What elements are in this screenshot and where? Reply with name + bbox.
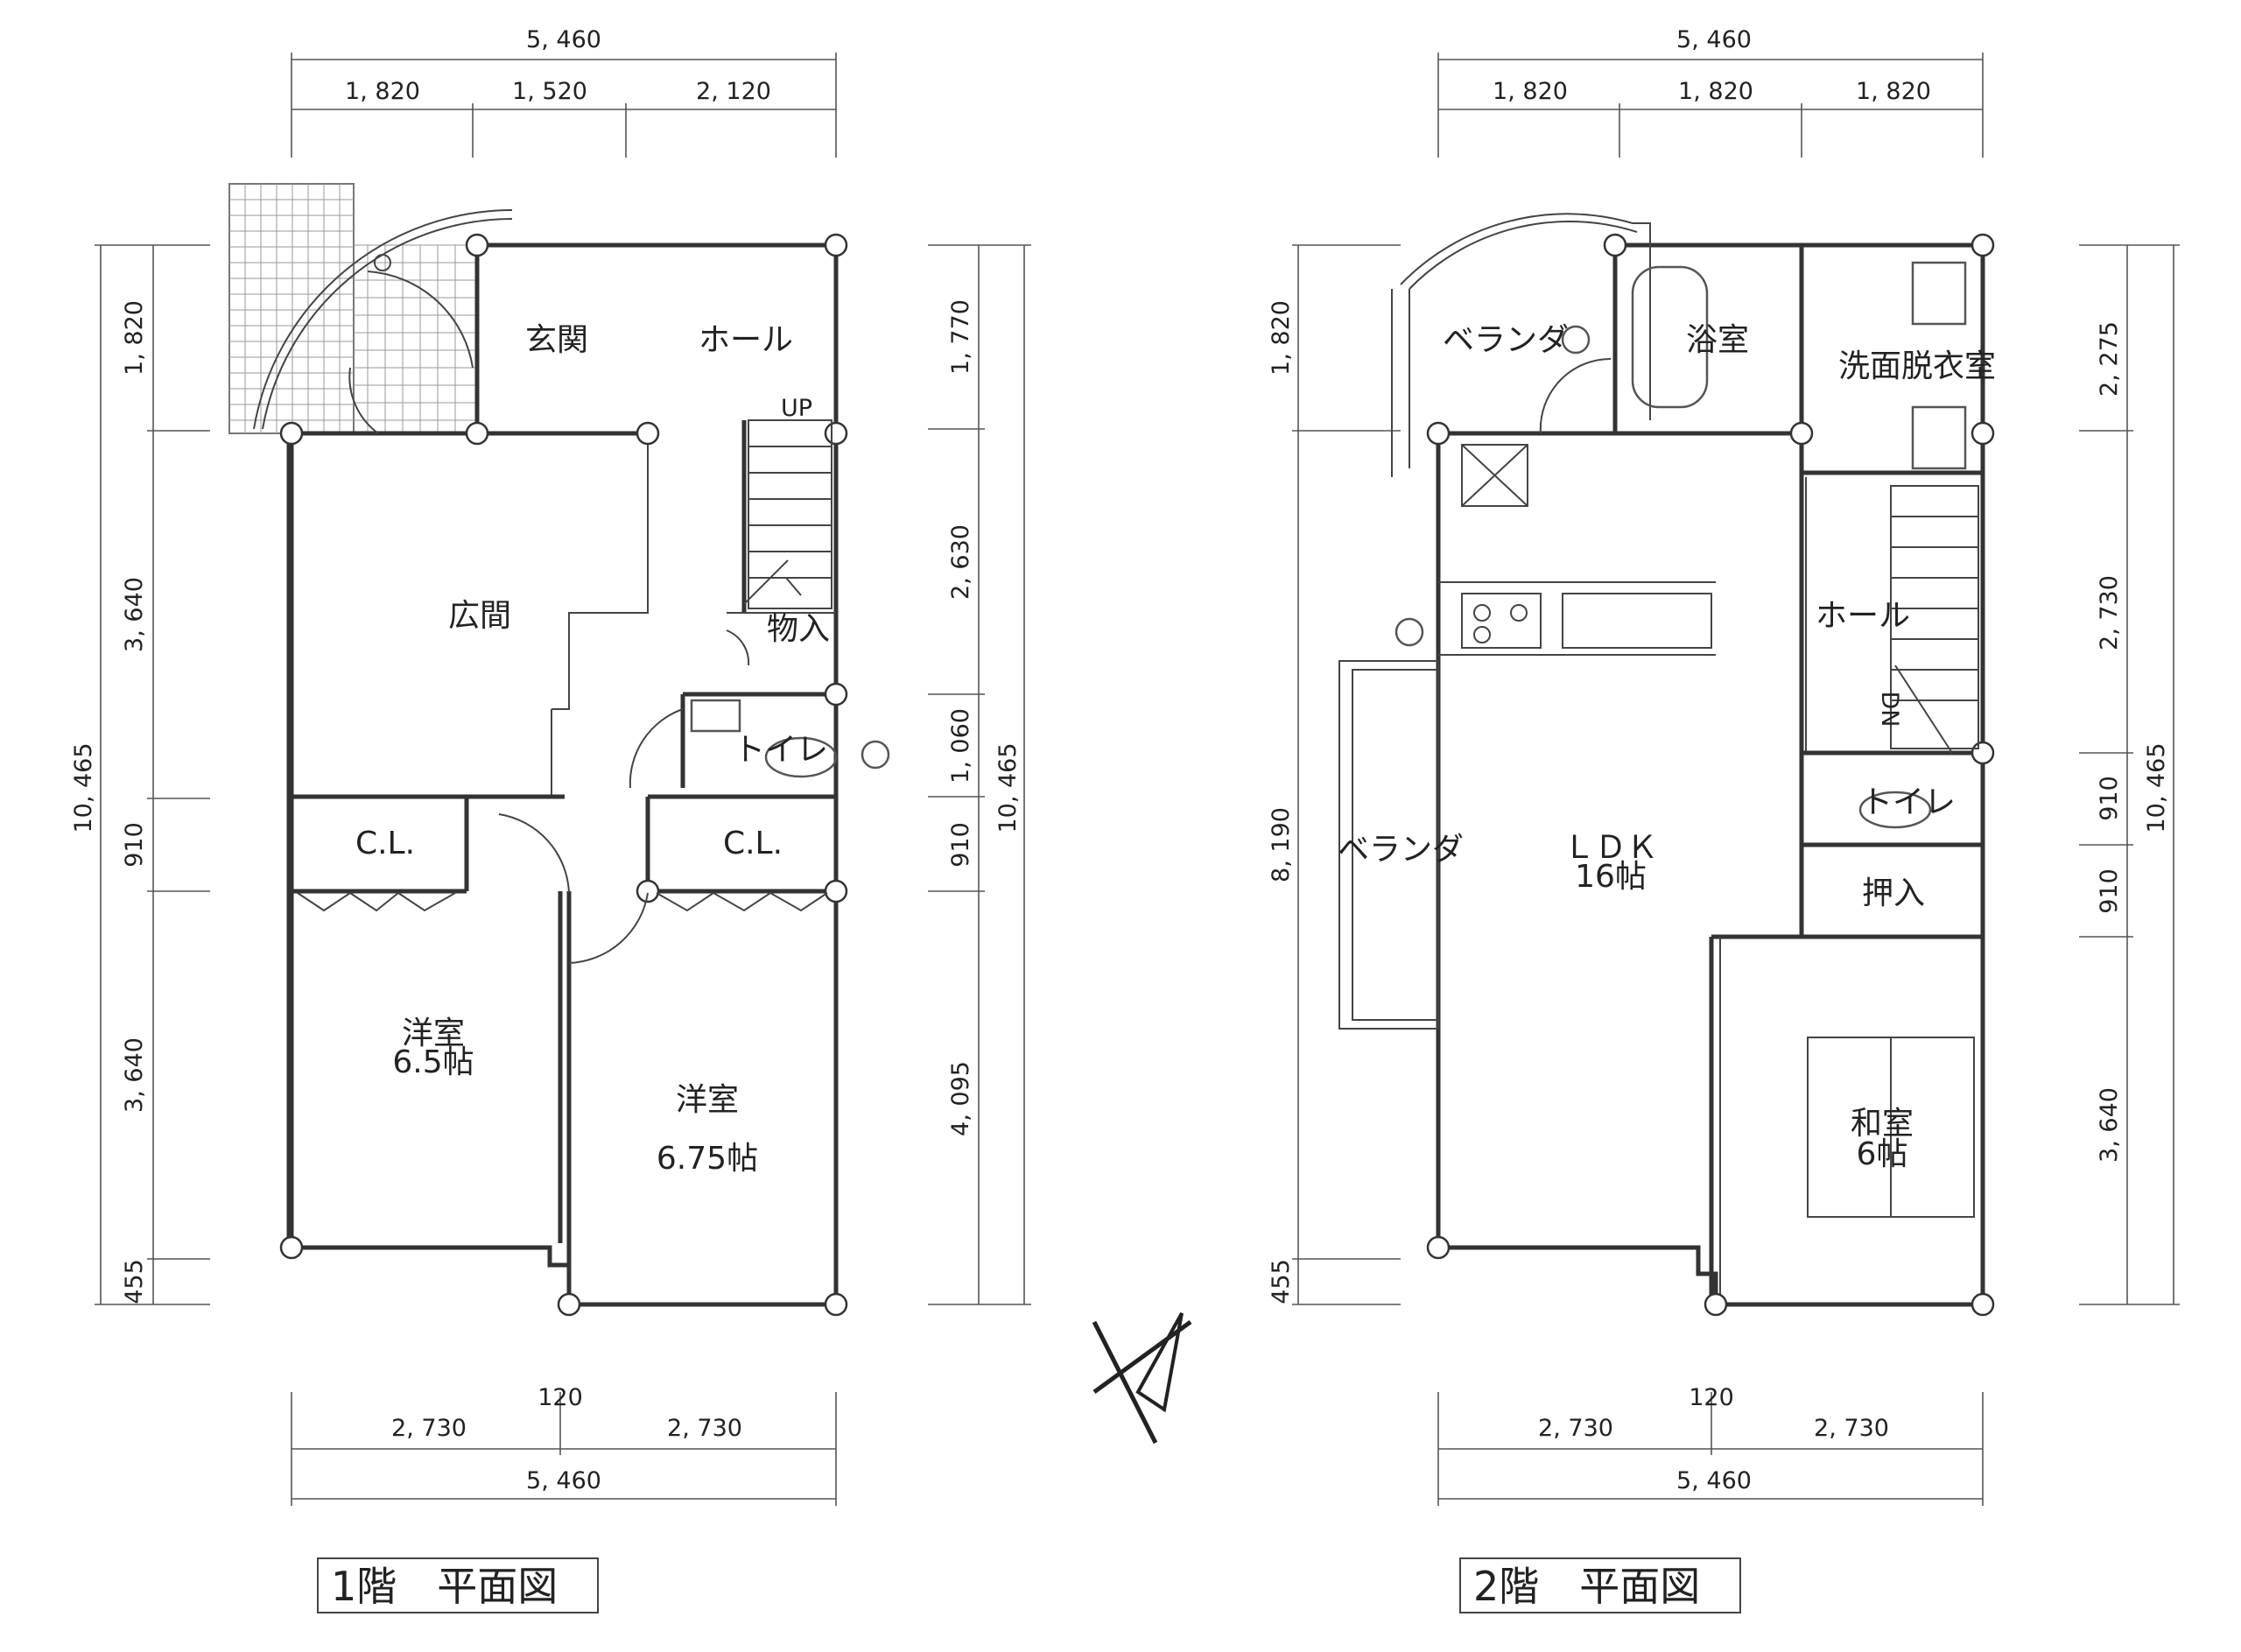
- floor2-label-closet: 押入: [1862, 875, 1925, 911]
- floor1-bottom-seg-2: 2, 730: [667, 1415, 742, 1442]
- floor1-label-cl-left: C.L.: [355, 826, 415, 861]
- floor2-bath-fixtures: [1394, 261, 1967, 829]
- floor2-title: 2階 平面図: [1473, 1563, 1700, 1610]
- floor2-left-seg-3: 455: [1268, 1259, 1295, 1304]
- floor1-walls: [286, 243, 839, 1307]
- floor1-top-seg-3: 2, 120: [696, 78, 771, 105]
- floor1-label-hall: ホール: [699, 322, 793, 358]
- floor2-label-ldk: ＬＤＫ: [1563, 830, 1658, 866]
- floor2-left-dimensions: 1, 820 8, 190 455: [1268, 244, 1401, 1305]
- floor2-doors: [1461, 357, 1612, 507]
- floor2-label-ldk-size: 16帖: [1575, 859, 1647, 895]
- floor2-right-seg-5: 3, 640: [2096, 1087, 2123, 1163]
- floor2-bottom-dimensions: 120 2, 730 2, 730 5, 460: [1437, 1384, 1984, 1506]
- floor1-doors: [297, 271, 828, 964]
- floor1-columns: [279, 233, 848, 1317]
- floor1-bottom-total: 5, 460: [526, 1467, 601, 1494]
- floor1-left-seg-2: 3, 640: [121, 577, 148, 652]
- floor1-title-box: [317, 1557, 599, 1613]
- floor1-right-total: 10, 465: [994, 742, 1022, 833]
- floor1-toilet-fixture: [629, 699, 890, 789]
- floor2-top-seg-2: 1, 820: [1678, 78, 1753, 105]
- floor2-walls: [1338, 213, 1985, 1307]
- floor2-room-labels: ベランダ 浴室 洗面脱衣室 ホール DN トイレ ＬＤＫ 16帖 ベランダ 押入…: [1338, 322, 1996, 1172]
- floor2-label-washroom: 洗面脱衣室: [1838, 348, 1996, 384]
- floor1-right-seg-2: 2, 630: [947, 524, 974, 600]
- floor1-label-western-a: 洋室: [402, 1016, 465, 1051]
- floor2-stairs: [1890, 485, 1979, 754]
- floor2-right-seg-1: 2, 275: [2096, 321, 2123, 397]
- floor2-label-bath: 浴室: [1686, 322, 1749, 358]
- floor1-label-cl-right: C.L.: [723, 826, 783, 861]
- floor1-left-dimensions: 10, 465 1, 820 3, 640 910 3, 640 455: [70, 244, 210, 1305]
- floor1-stairs: [743, 419, 832, 609]
- floor1-label-entrance: 玄関: [525, 322, 588, 358]
- floor1-bottom-seg-1: 2, 730: [391, 1415, 467, 1442]
- floor1-label-toilet: トイレ: [734, 732, 828, 768]
- floor2-label-toilet: トイレ: [1861, 784, 1956, 820]
- floor2-top-dimensions: 5, 460 1, 820 1, 820 1, 820: [1437, 26, 1984, 158]
- floor1-left-seg-4: 3, 640: [121, 1037, 148, 1113]
- floor1-top-seg-1: 1, 820: [345, 78, 420, 105]
- floor2-right-seg-2: 2, 730: [2096, 575, 2123, 650]
- floor1-porch-tiles: [228, 183, 513, 434]
- floor1-top-total: 5, 460: [526, 26, 601, 53]
- floor2-right-seg-4: 910: [2096, 868, 2123, 914]
- floor2-left-seg-1: 1, 820: [1268, 300, 1295, 376]
- floor2-right-dimensions: 2, 275 2, 730 910 910 3, 640 10, 465: [2079, 244, 2180, 1305]
- floor2-right-total: 10, 465: [2143, 742, 2170, 833]
- floor1-label-storage: 物入: [767, 611, 830, 647]
- floor2-columns: [1426, 233, 1995, 1317]
- floor2-label-veranda-side: ベランダ: [1338, 832, 1464, 868]
- floor2-bottom-gap: 120: [1689, 1384, 1734, 1411]
- floor2-title-box: [1459, 1557, 1741, 1613]
- floor1-left-seg-1: 1, 820: [121, 300, 148, 376]
- floor2-bottom-total: 5, 460: [1676, 1467, 1752, 1494]
- floor1-plan: 5, 460 1, 820 1, 520 2, 120 10, 465 1, 8…: [70, 26, 1031, 1613]
- floor2-top-seg-3: 1, 820: [1856, 78, 1931, 105]
- floor2-top-total: 5, 460: [1676, 26, 1752, 53]
- north-arrow-icon: [1092, 1312, 1192, 1445]
- floor1-left-seg-3: 910: [121, 822, 148, 868]
- floor1-top-seg-2: 1, 520: [512, 78, 587, 105]
- floor1-label-western-b: 洋室: [676, 1082, 739, 1118]
- floor2-label-dn: DN: [1876, 692, 1903, 728]
- floor2-label-japanese-size: 6帖: [1857, 1136, 1908, 1172]
- floor1-right-seg-5: 4, 095: [947, 1061, 974, 1136]
- floor2-bottom-seg-2: 2, 730: [1814, 1415, 1889, 1442]
- floor1-label-western-a-size: 6.5帖: [392, 1044, 474, 1080]
- floor2-left-seg-2: 8, 190: [1268, 807, 1295, 882]
- floor2-label-hall: ホール: [1816, 598, 1910, 634]
- floor1-room-labels: 玄関 ホール UP 広間 物入 トイレ C.L. C.L. 洋室 6.5帖 洋室…: [355, 322, 830, 1177]
- floor1-top-dimensions: 5, 460 1, 820 1, 520 2, 120: [291, 26, 837, 158]
- floor1-right-seg-3: 1, 060: [947, 708, 974, 784]
- floor1-title: 1階 平面図: [331, 1563, 558, 1610]
- floor1-bottom-dimensions: 120 2, 730 2, 730 5, 460: [291, 1384, 837, 1506]
- floor1-right-seg-4: 910: [947, 822, 974, 868]
- floor1-right-seg-1: 1, 770: [947, 299, 974, 375]
- floor2-bottom-seg-1: 2, 730: [1538, 1415, 1613, 1442]
- floor1-left-seg-5: 455: [121, 1259, 148, 1304]
- floor1-label-hiroma: 広間: [448, 598, 511, 634]
- floor2-plan: 5, 460 1, 820 1, 820 1, 820 1, 820 8, 19…: [1268, 26, 2180, 1613]
- floor2-right-seg-3: 910: [2096, 776, 2123, 821]
- floor1-bottom-gap: 120: [537, 1384, 583, 1411]
- floor2-label-japanese: 和室: [1851, 1106, 1914, 1142]
- floor2-top-seg-1: 1, 820: [1493, 78, 1568, 105]
- floor1-label-up: UP: [781, 395, 812, 422]
- floor1-right-dimensions: 1, 770 2, 630 1, 060 910 4, 095 10, 465: [928, 244, 1031, 1305]
- floor1-label-western-b-size: 6.75帖: [657, 1141, 758, 1177]
- floor2-label-veranda-top: ベランダ: [1443, 322, 1569, 358]
- floor1-left-total: 10, 465: [70, 742, 97, 833]
